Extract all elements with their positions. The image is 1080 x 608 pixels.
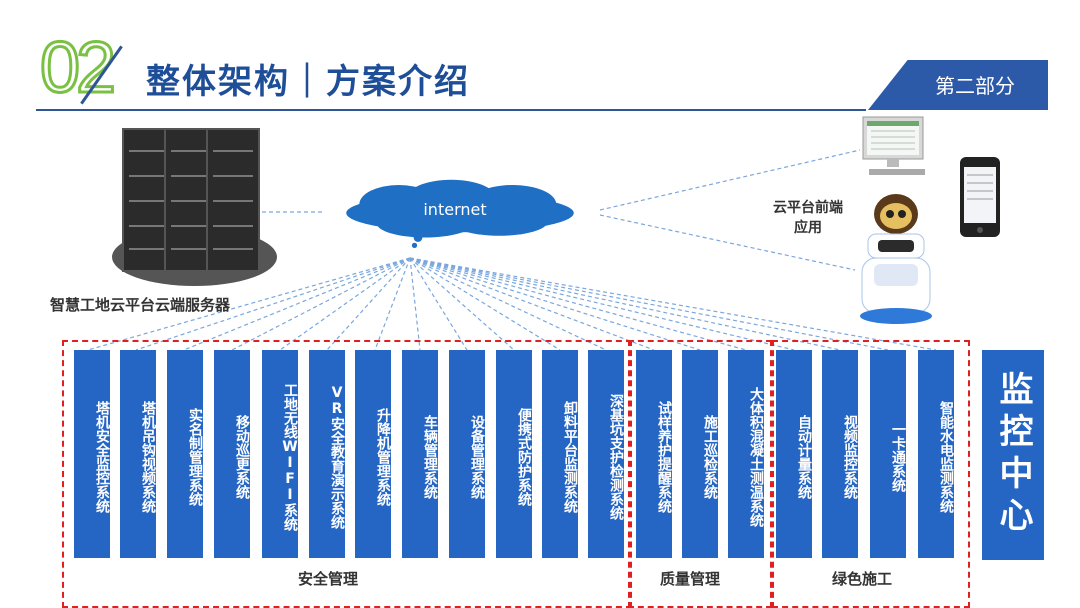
system-column: 移动巡更系统 [214, 350, 250, 558]
safety-management-group [62, 340, 632, 608]
monitor-center-block: 监控中心 [982, 350, 1044, 560]
page-title: 整体架构｜方案介绍 [146, 62, 470, 102]
system-column: 设备管理系统 [449, 350, 485, 558]
smartphone-icon [960, 157, 1000, 237]
system-column: 施工巡检系统 [682, 350, 718, 558]
system-column: 便携式防护系统 [496, 350, 532, 558]
internet-label: internet [423, 200, 487, 219]
system-column: 塔机吊钩视频系统 [120, 350, 156, 558]
system-column: 一卡通系统 [870, 350, 906, 558]
green-construction-label: 绿色施工 [832, 570, 893, 588]
safety-management-label: 安全管理 [298, 570, 359, 588]
internet-cloud-icon [346, 179, 574, 248]
system-column: 大体积混凝土测温系统 [728, 350, 764, 558]
frontend-app-label-line2: 应用 [794, 220, 822, 236]
system-column: 试样养护提醒系统 [636, 350, 672, 558]
quality-management-label: 质量管理 [660, 570, 721, 588]
system-column: 车辆管理系统 [402, 350, 438, 558]
system-column: 智能水电监测系统 [918, 350, 954, 558]
system-column: 卸料平台监测系统 [542, 350, 578, 558]
robot-icon [860, 194, 932, 324]
desktop-computer-icon [862, 116, 925, 175]
system-column: 视频监控系统 [822, 350, 858, 558]
system-column: 自动计量系统 [776, 350, 812, 558]
system-column: 深基坑支护检测系统 [588, 350, 624, 558]
header-underline [36, 109, 866, 111]
system-column: 升降机管理系统 [355, 350, 391, 558]
system-column: VR安全教育演示系统 [309, 350, 345, 558]
frontend-app-label: 云平台前端 应用 [758, 198, 858, 238]
system-column: 实名制管理系统 [167, 350, 203, 558]
green-construction-group [772, 340, 970, 608]
system-column: 塔机安全监控系统 [74, 350, 110, 558]
quality-management-group [628, 340, 772, 608]
system-column: 工地无线WIFI系统 [262, 350, 298, 558]
section-badge-label: 第二部分 [935, 74, 1015, 98]
frontend-app-label-line1: 云平台前端 [773, 200, 843, 216]
server-rack-icon [122, 120, 260, 272]
server-label: 智慧工地云平台云端服务器 [50, 296, 231, 314]
server-cabinet-icon [206, 128, 260, 272]
